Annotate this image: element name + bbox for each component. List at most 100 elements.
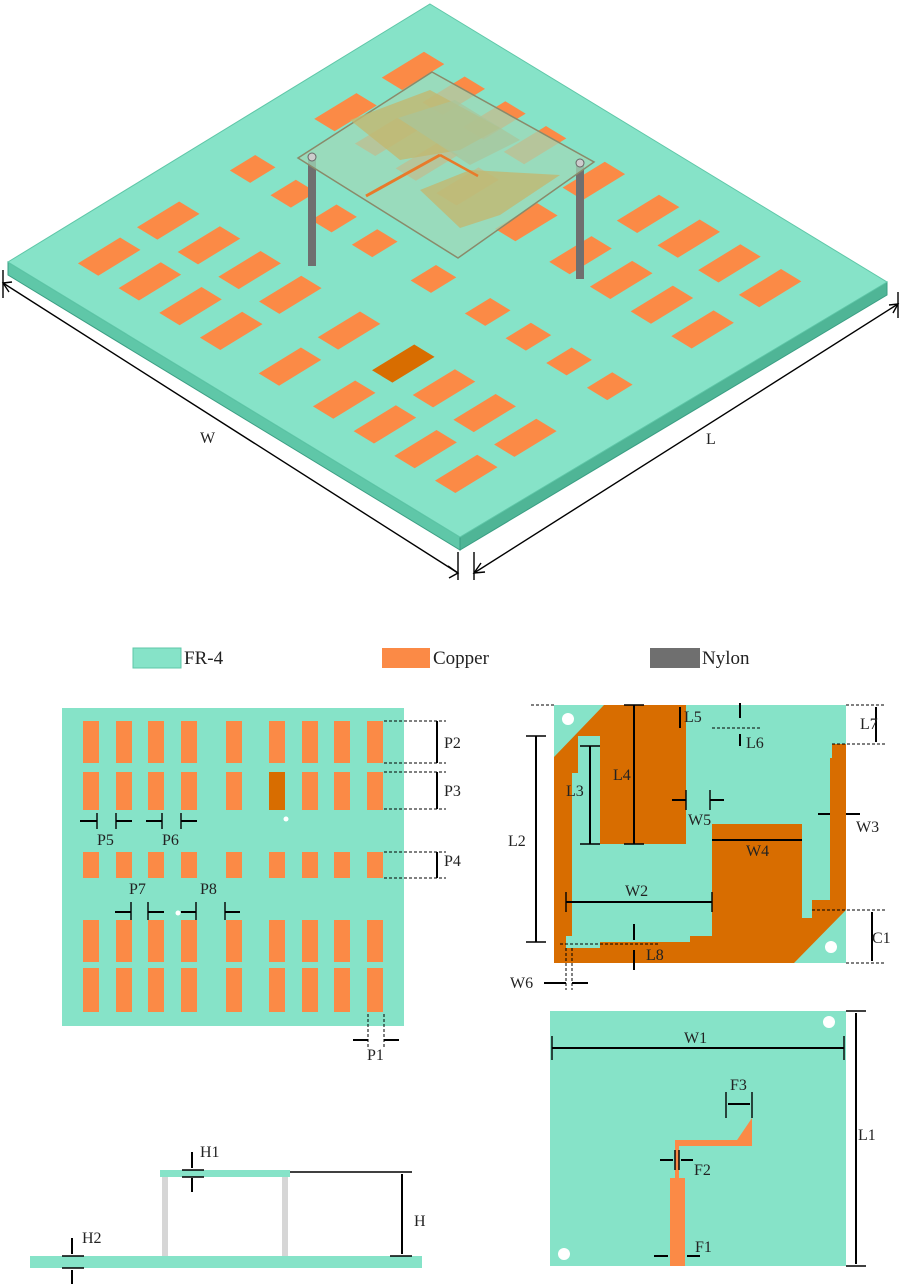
side-ground-board [30,1256,422,1268]
label-w6: W6 [510,975,533,992]
iso-copper-pad [464,298,511,326]
label-h1: H1 [200,1144,220,1161]
top-view-pad [367,920,383,962]
iso-mount-hole [307,152,317,162]
iso-copper-pad [698,244,761,283]
label-l5: L5 [684,709,702,726]
top-view-pad [116,852,132,878]
feed-line-narrow [675,1144,679,1180]
iso-copper-pad [77,237,141,276]
top-view-pad [334,968,350,1012]
top-view-pad [269,852,285,878]
legend-label-nylon: Nylon [702,648,750,669]
patch-slot [566,705,846,948]
top-view-pad [181,772,197,810]
iso-copper-pad [118,262,182,301]
top-view-pad [226,721,242,763]
iso-copper-pad [218,250,281,290]
iso-copper-pad [372,344,435,383]
label-l7: L7 [860,716,878,733]
iso-copper-pad [505,322,552,351]
isometric-view: W L [1,3,900,580]
top-view-pad [302,721,318,763]
label-p8: P8 [200,881,217,898]
iso-copper-pad [317,311,381,350]
iso-copper-pad [657,219,721,258]
top-view-pads [83,721,383,1012]
label-l1: L1 [858,1127,876,1144]
label-p3: P3 [444,783,461,800]
top-view-pad [269,968,285,1012]
feed-mount-hole [558,1248,570,1260]
dim-l-label: L [706,431,716,448]
top-view-pad [334,721,350,763]
nylon-post-right [576,165,584,279]
top-view-pad [83,852,99,878]
label-p4: P4 [444,853,461,870]
iso-copper-pad [738,269,802,308]
iso-copper-pad [410,265,457,293]
top-view-pad [302,968,318,1012]
label-p2: P2 [444,735,461,752]
top-view-pad [83,772,99,810]
side-post-right [282,1177,288,1256]
top-view-pad [302,772,318,810]
center-hole [283,816,289,822]
iso-copper-pad [314,93,377,132]
iso-patch-copper-b [420,170,560,228]
label-l8: L8 [646,947,664,964]
iso-copper-pad [412,369,476,408]
label-p1: P1 [367,1047,384,1064]
legend-swatch-copper [382,648,430,668]
iso-copper-pad [229,155,276,183]
label-h2: H2 [82,1230,102,1247]
iso-copper-pad [353,405,417,444]
top-view-pad [269,721,285,763]
top-view-pad [367,772,383,810]
label-l6: L6 [746,735,764,752]
side-patch-board [160,1170,290,1177]
center-hole [175,910,181,916]
label-w2: W2 [625,883,648,900]
label-h: H [414,1213,426,1230]
label-f2: F2 [694,1162,711,1179]
label-p5: P5 [97,832,114,849]
top-view-pad [334,920,350,962]
side-post-left [162,1177,168,1256]
feed-taper [733,1118,752,1146]
nylon-post-left [308,158,316,266]
top-view-pad [148,920,164,962]
top-view-pad [181,852,197,878]
iso-copper-pad [311,204,357,233]
top-view-pad [116,772,132,810]
iso-copper-pad [435,454,498,493]
iso-copper-pad [259,275,322,314]
feed-board [550,1011,846,1266]
iso-copper-pad [494,418,557,457]
top-view-pad [148,721,164,763]
top-view-pad [148,852,164,878]
iso-copper-pad [351,229,398,258]
iso-copper-pad [671,310,734,349]
label-l4: L4 [613,767,631,784]
iso-patch-copper-c [398,100,520,165]
iso-copper-pad [312,380,376,419]
legend-label-fr4: FR-4 [184,648,224,669]
feed-line-horizontal [675,1140,737,1146]
label-f3: F3 [730,1077,747,1094]
iso-copper-pad [495,203,558,242]
label-p7: P7 [129,881,146,898]
top-view-pad [269,920,285,962]
iso-copper-pad [453,393,516,433]
top-view-pad [148,772,164,810]
top-view-pad [334,852,350,878]
top-view-pad [302,920,318,962]
iso-copper-pad [159,287,222,326]
iso-copper-pad [630,285,694,324]
top-view-pad [226,852,242,878]
top-view-pad [226,920,242,962]
top-view-pad [302,852,318,878]
iso-feed-line [365,153,441,198]
top-view-pad [83,968,99,1012]
label-w4: W4 [746,843,769,860]
